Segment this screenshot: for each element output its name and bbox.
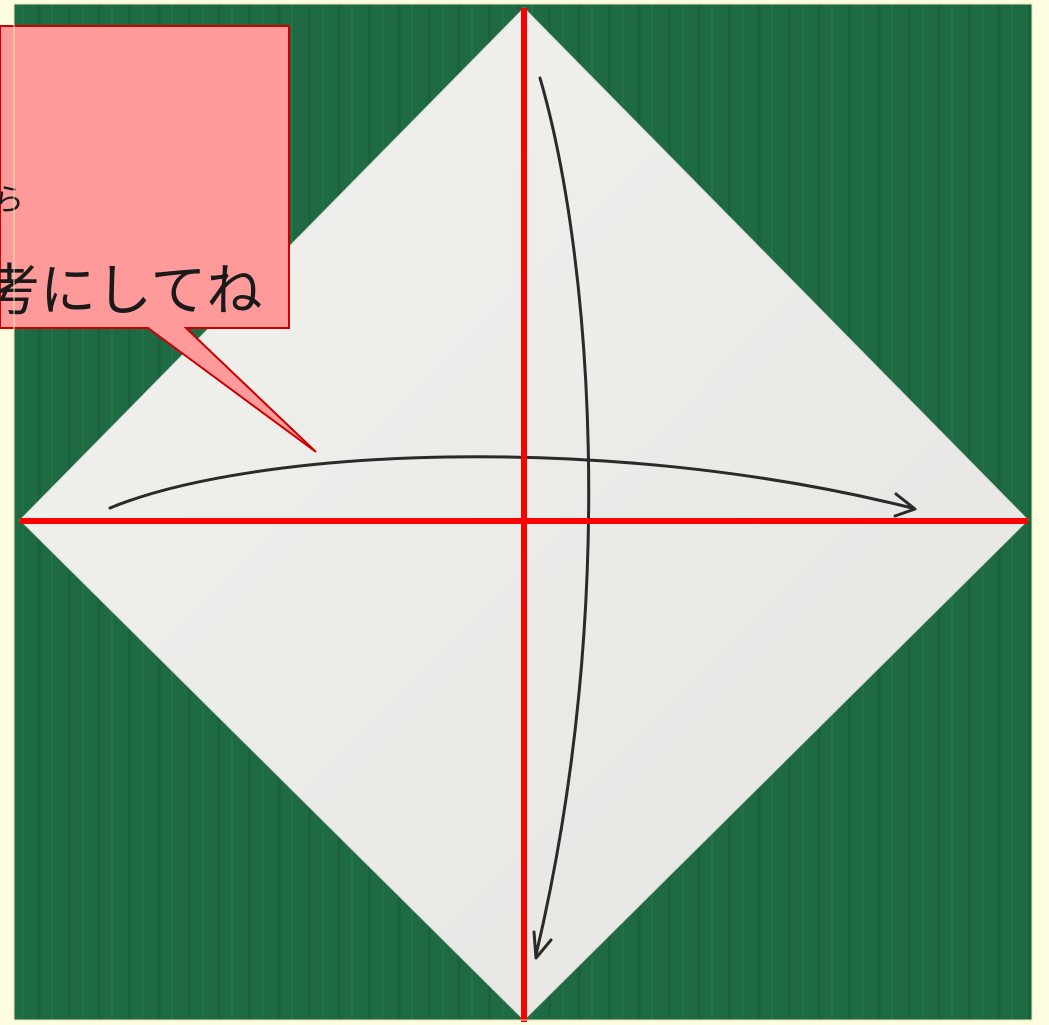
callout-line-2: 考にしてね [0,259,262,324]
callout-line-1: ら [0,183,24,218]
